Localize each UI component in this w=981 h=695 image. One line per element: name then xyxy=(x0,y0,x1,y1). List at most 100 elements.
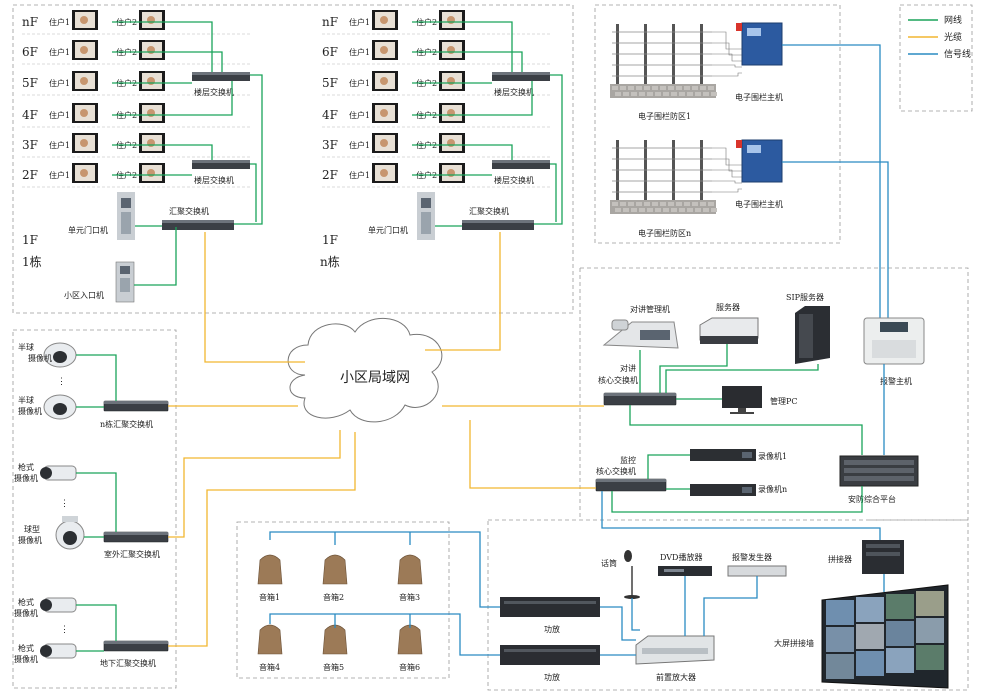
floor-label-1F: 1F xyxy=(22,233,38,247)
video-wall-tile xyxy=(886,594,914,619)
speaker-3-label: 音箱3 xyxy=(399,592,420,602)
aggregation-switch-label: 汇聚交换机 xyxy=(469,206,509,216)
alarm-generator-label: 报警发生器 xyxy=(732,552,772,562)
legend-network-label: 网线 xyxy=(944,14,962,26)
legend: 网线 光缆 信号线 xyxy=(908,14,971,60)
signal-fencen-alarm xyxy=(782,161,889,320)
video-wall-tile xyxy=(916,645,944,670)
floor-switch-label: 楼层交换机 xyxy=(494,87,534,97)
dome-camera-label-b: 摄像机 xyxy=(18,535,42,545)
upper-switch-uplink xyxy=(534,74,563,225)
floor-label-6F: 6F xyxy=(322,45,338,59)
outdoor-aggregation-switch xyxy=(103,531,169,543)
fence-host-wire xyxy=(712,72,742,77)
speaker-1 xyxy=(257,554,283,585)
monitor-platform-link xyxy=(611,486,863,513)
video-wall-label: 大屏拼接墙 xyxy=(774,638,814,648)
lan-cloud: 小区局域网 xyxy=(287,318,443,423)
cam1-link xyxy=(76,354,117,401)
bullet1-link xyxy=(76,472,117,532)
ellipsis-2: ⋮ xyxy=(60,499,69,509)
wire-nf xyxy=(412,21,513,72)
fence-host-wire xyxy=(712,180,742,184)
floor-label-nF: nF xyxy=(22,15,38,29)
signal-amp1-preamp xyxy=(600,606,636,641)
half-dome-camera-label-2: 半球 xyxy=(18,395,34,405)
fence-host-1 xyxy=(736,22,783,66)
fence-zone-1-label: 电子围栏防区1 xyxy=(638,111,691,121)
video-wall xyxy=(821,584,949,689)
speaker-2 xyxy=(322,554,348,585)
building-n-label: n栋 xyxy=(320,254,340,269)
speaker-5-label: 音箱5 xyxy=(323,662,344,672)
security-platform xyxy=(839,455,919,487)
amplifier-2 xyxy=(500,645,600,665)
alarm-host-label: 报警主机 xyxy=(880,376,912,386)
wire-3f xyxy=(412,144,513,160)
video-wall-tile xyxy=(856,597,884,622)
intercom-core-label-b: 核心交换机 xyxy=(598,375,638,385)
bullet-camera-label-2b: 摄像机 xyxy=(14,608,38,618)
fiber-outdoor-cloud xyxy=(168,430,341,538)
floor-label-nF: nF xyxy=(322,15,338,29)
intercom-core-switch xyxy=(603,392,677,406)
microphone-label: 话筒 xyxy=(601,558,617,568)
dvd-label: DVD播放器 xyxy=(660,552,702,562)
video-wall-tile xyxy=(856,651,884,676)
floor-switch-upper xyxy=(492,72,550,81)
floor-label-5F: 5F xyxy=(322,76,338,90)
resident-label: 住户1 xyxy=(349,78,370,88)
floor-label-3F: 3F xyxy=(322,138,338,152)
fiber-underground-cloud xyxy=(168,432,356,647)
fence-zone-n-label: 电子围栏防区n xyxy=(638,228,691,238)
video-wall-tile xyxy=(916,591,944,616)
aggregation-switch-label: 汇聚交换机 xyxy=(169,206,209,216)
aggregation-switch xyxy=(162,220,234,230)
floor-label-2F: 2F xyxy=(22,168,38,182)
fence-host-wire xyxy=(712,169,742,178)
recorder-1-label: 录像机1 xyxy=(758,451,787,461)
video-wall-tile xyxy=(826,654,854,679)
speaker-frame xyxy=(236,521,450,679)
floor-label-2F: 2F xyxy=(322,168,338,182)
ellipsis-3: ⋮ xyxy=(60,625,69,635)
fence-host-wire xyxy=(712,53,742,62)
signal-speaker-row1 xyxy=(269,531,500,608)
wire-3f xyxy=(112,144,213,160)
signal-fence1-alarm xyxy=(782,44,881,320)
intercom-platform-link xyxy=(629,405,863,455)
wire-nf xyxy=(112,21,213,72)
resident-label: 住户1 xyxy=(49,170,70,180)
building-frame xyxy=(12,4,574,314)
resident-label: 住户1 xyxy=(49,140,70,150)
resident-label: 住户1 xyxy=(349,110,370,120)
floor-label-6F: 6F xyxy=(22,45,38,59)
signal-monitor-splicer xyxy=(601,491,881,553)
bullet-camera-2 xyxy=(40,597,77,613)
fence-host-wire xyxy=(712,158,742,172)
amplifier-1 xyxy=(500,597,600,617)
n-aggregation-switch xyxy=(103,400,169,412)
aggregation-switch xyxy=(462,220,534,230)
wire-6f xyxy=(112,51,223,72)
fence-host-wire xyxy=(712,31,742,50)
sip-server xyxy=(795,306,830,364)
pre-amp-label: 前置放大器 xyxy=(656,672,696,682)
sip-server-label: SIP服务器 xyxy=(786,292,824,302)
alarm-host xyxy=(863,317,925,365)
floor-switch-lower xyxy=(192,160,250,169)
community-entrance-label: 小区入口机 xyxy=(64,290,104,300)
unit-door-label: 单元门口机 xyxy=(368,225,408,235)
bullet-camera-label-3: 枪式 xyxy=(18,643,34,653)
speaker-6-label: 音箱6 xyxy=(399,662,420,672)
legend-frame xyxy=(899,4,973,112)
video-wall-tile xyxy=(886,621,914,646)
resident-label: 住户1 xyxy=(49,47,70,57)
splicer-label: 拼接器 xyxy=(828,554,852,564)
building-1-label: 1栋 xyxy=(22,254,42,269)
community-entrance-device xyxy=(115,261,135,303)
pre-amplifier xyxy=(635,635,715,665)
fence-host-wire xyxy=(712,42,742,56)
underground-aggregation-switch xyxy=(103,640,169,652)
